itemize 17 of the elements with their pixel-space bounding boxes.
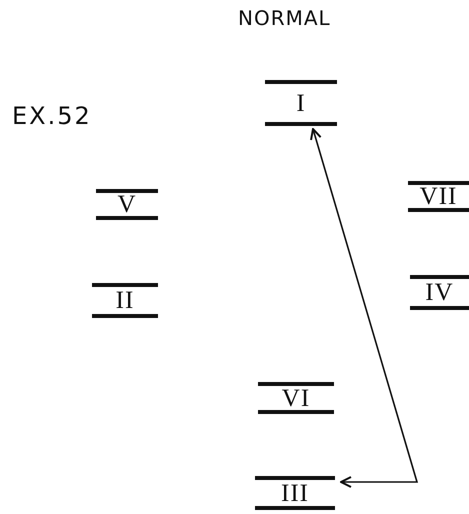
arrow: [310, 128, 418, 488]
roman-numeral: IV: [425, 280, 454, 305]
example-label: EX.52: [12, 102, 92, 130]
roman-numeral-bar: [96, 189, 158, 220]
roman-numeral: II: [116, 288, 134, 313]
roman-numeral-bar: [410, 275, 469, 310]
roman-numeral: V: [117, 192, 137, 217]
roman-numeral-bar: [255, 476, 335, 510]
roman-numeral: III: [281, 480, 309, 506]
roman-numeral: VI: [282, 386, 310, 410]
roman-numeral: VII: [420, 184, 458, 209]
roman-numeral: I: [296, 90, 306, 116]
roman-numeral-bar: [408, 181, 469, 212]
roman-numeral-bar: [258, 382, 334, 414]
roman-numeral-bar: [265, 80, 337, 126]
roman-numeral-bar: [92, 283, 158, 318]
diagram-title: NORMAL: [238, 6, 331, 30]
